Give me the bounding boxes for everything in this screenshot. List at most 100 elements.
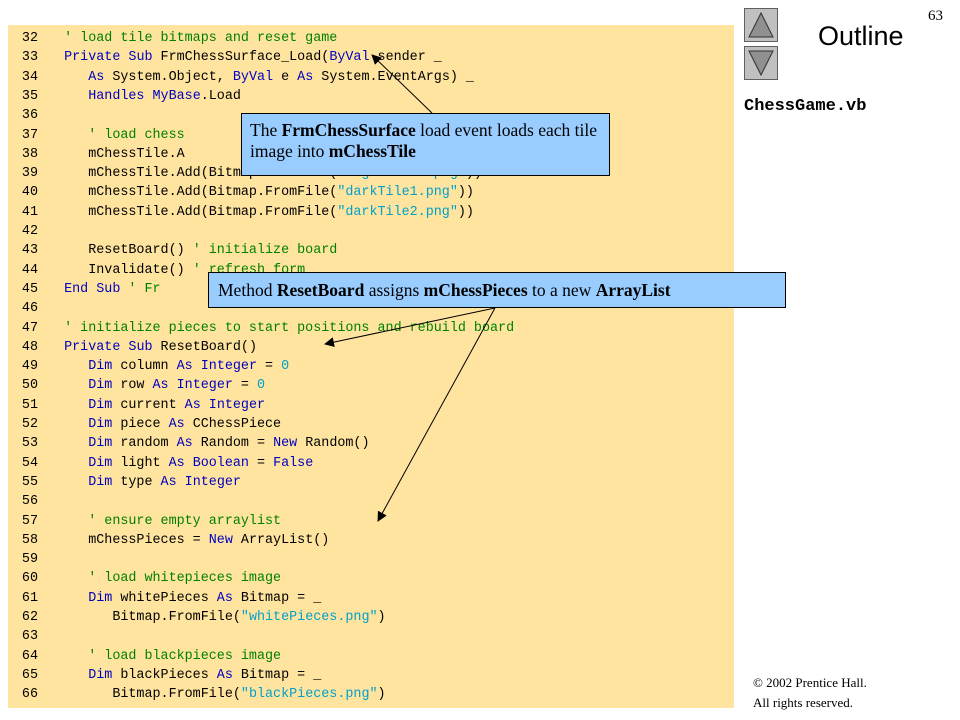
- code-token: Dim: [88, 436, 113, 452]
- code-token: ' load tile bitmaps and reset game: [64, 31, 338, 46]
- code-token: Integer: [176, 378, 233, 394]
- code-token: CChessPiece: [184, 417, 282, 432]
- code-token: "whitePieces.png": [240, 610, 378, 625]
- code-indent: [40, 398, 88, 413]
- callout-reset-board: Method ResetBoard assigns mChessPieces t…: [208, 272, 786, 308]
- code-token: Bitmap = _: [232, 667, 322, 683]
- line-number: 46: [21, 301, 38, 317]
- filename-label: ChessGame.vb: [744, 97, 867, 116]
- code-indent: [40, 50, 64, 65]
- code-token: ' ensure empty arraylist: [88, 513, 282, 529]
- code-indent: [40, 456, 88, 471]
- code-token: New: [208, 532, 233, 548]
- code-line: 63: [8, 627, 40, 646]
- code-line: 35 Handles MyBase.Load: [8, 87, 241, 106]
- code-token: piece: [112, 417, 169, 432]
- code-token: Dim: [88, 378, 113, 394]
- code-token: 0: [281, 359, 290, 375]
- code-token: Dim: [88, 417, 113, 432]
- line-number: 47: [21, 320, 38, 336]
- code-token: =: [257, 359, 282, 375]
- line-number: 36: [21, 108, 38, 124]
- line-number: 41: [21, 204, 38, 220]
- code-line: 64 ' load blackpieces image: [8, 647, 281, 666]
- code-token: ): [377, 687, 386, 703]
- code-line: 51 Dim current As Integer: [8, 396, 265, 415]
- outline-title: Outline: [818, 21, 904, 51]
- code-token: e: [273, 69, 298, 85]
- code-indent: [40, 243, 88, 258]
- code-token: Dim: [88, 590, 113, 606]
- code-token: ResetBoard(): [152, 339, 257, 355]
- code-token: [169, 378, 177, 393]
- code-token: Sub: [96, 281, 121, 297]
- line-number: 32: [21, 31, 38, 46]
- code-line: 36: [8, 106, 40, 125]
- code-token: As: [176, 359, 193, 375]
- code-line: 52 Dim piece As CChessPiece: [8, 415, 281, 434]
- code-indent: [40, 31, 64, 46]
- line-number: 52: [21, 417, 38, 432]
- code-token: Private: [64, 339, 121, 355]
- copyright-line: All rights reserved.: [753, 695, 854, 710]
- code-token: ByVal: [329, 50, 370, 66]
- code-token: [177, 475, 185, 490]
- line-number: 61: [21, 590, 38, 606]
- line-number: 57: [21, 513, 38, 529]
- code-token: [193, 359, 201, 374]
- callout-text: to a new: [527, 280, 596, 300]
- code-line: 41 mChessTile.Add(Bitmap.FromFile("darkT…: [8, 203, 474, 222]
- code-indent: [40, 668, 88, 683]
- code-token: As: [297, 69, 314, 85]
- code-line: 38 mChessTile.A: [8, 145, 185, 164]
- code-line: 43 ResetBoard() ' initialize board: [8, 241, 337, 260]
- code-token: Dim: [88, 359, 113, 375]
- code-token: Boolean: [192, 455, 249, 471]
- code-token: As: [216, 667, 233, 683]
- code-line: 37 ' load chess: [8, 126, 185, 145]
- code-line: 45 End Sub ' Fr: [8, 280, 161, 299]
- code-line: 57 ' ensure empty arraylist: [8, 512, 281, 531]
- line-number: 58: [21, 532, 38, 548]
- callout-bold-text: ArrayList: [595, 280, 671, 300]
- code-token: ' load whitepieces image: [88, 571, 282, 587]
- code-token: Bitmap = _: [232, 590, 322, 606]
- next-slide-button[interactable]: [744, 46, 778, 80]
- line-number: 34: [21, 69, 38, 85]
- code-token: False: [273, 455, 314, 471]
- line-number: 44: [21, 262, 38, 278]
- line-number: 50: [21, 378, 38, 394]
- slide-number: 63: [928, 8, 943, 24]
- code-token: blackPieces: [112, 667, 217, 683]
- line-number: 54: [21, 455, 38, 471]
- code-line: 61 Dim whitePieces As Bitmap = _: [8, 589, 321, 608]
- code-line: 49 Dim column As Integer = 0: [8, 357, 289, 376]
- code-token: Sub: [128, 339, 153, 355]
- line-number: 51: [21, 397, 38, 413]
- code-token: ' initialize pieces to start positions a…: [64, 320, 515, 336]
- code-indent: [40, 282, 64, 297]
- previous-slide-button[interactable]: [744, 8, 778, 42]
- code-token: "blackPieces.png": [240, 687, 378, 703]
- code-indent: [40, 359, 88, 374]
- code-token: ): [377, 610, 386, 625]
- code-indent: [40, 436, 88, 451]
- code-token: mChessPieces =: [88, 532, 209, 548]
- code-token: [144, 89, 152, 104]
- code-token: As: [176, 436, 193, 452]
- code-token: Dim: [88, 455, 113, 471]
- code-token: ' load blackpieces image: [88, 648, 282, 664]
- callout-text: load event loads each tile image into: [250, 120, 597, 161]
- code-line: 58 mChessPieces = New ArrayList(): [8, 531, 329, 550]
- code-token: As: [184, 397, 201, 413]
- callout-text: Method: [218, 280, 277, 300]
- code-line: 65 Dim blackPieces As Bitmap = _: [8, 666, 321, 685]
- code-indent: [40, 533, 88, 548]
- line-number: 43: [21, 243, 38, 259]
- code-line: 62 Bitmap.FromFile("whitePieces.png"): [8, 608, 386, 627]
- code-token: =: [232, 378, 257, 394]
- line-number: 42: [21, 224, 38, 239]
- code-token: column: [112, 359, 177, 375]
- code-token: MyBase: [152, 88, 201, 104]
- code-line: 34 As System.Object, ByVal e As System.E…: [8, 68, 474, 87]
